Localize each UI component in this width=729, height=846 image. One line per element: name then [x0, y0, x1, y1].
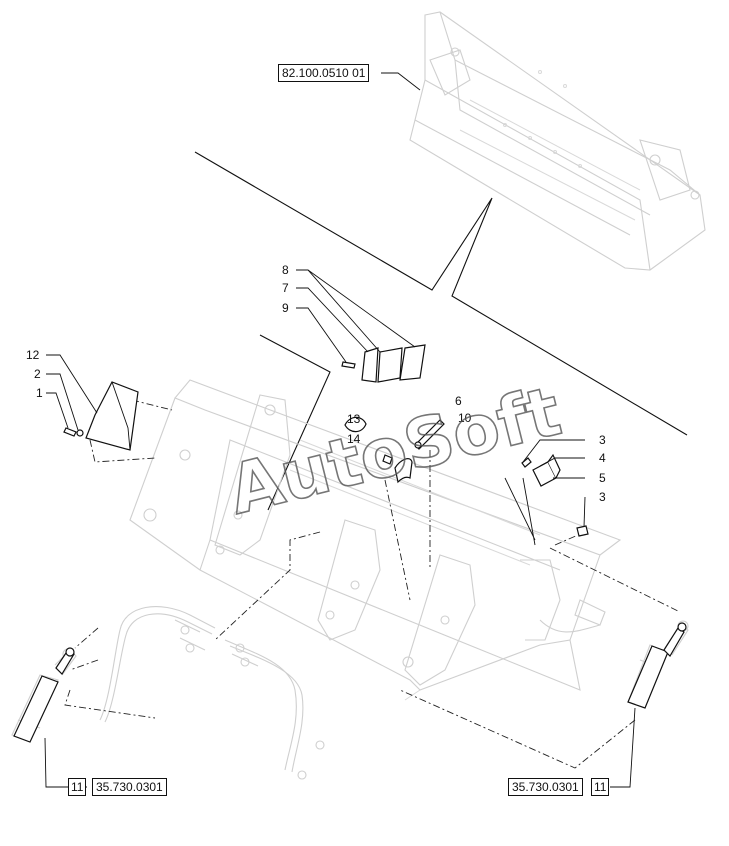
callout-numbers: 12 2 1 8 7 9 6 10 13 14 3 4 5 3 [26, 263, 606, 504]
leader-lines [44, 269, 636, 788]
callout-12: 12 [26, 348, 40, 362]
callout-13: 13 [347, 412, 361, 426]
callout-14: 14 [347, 432, 361, 446]
part-4-5-pin [521, 453, 561, 487]
cylinder-left-ref-box[interactable]: 35.730.0301 [92, 778, 167, 796]
part-6-10-pin [414, 419, 445, 450]
cylinder-right-body [627, 622, 687, 709]
part-1-bolt [63, 427, 77, 437]
cylinder-right-qty-box: 11 [591, 778, 610, 796]
cylinder-left-qty-box: 11 [68, 778, 87, 796]
part-7-pad [361, 347, 379, 383]
callout-6: 6 [455, 394, 462, 408]
cylinder-left-body [13, 647, 75, 743]
part-12-guard [85, 381, 139, 451]
callout-8: 8 [282, 263, 289, 277]
part-3-nut [576, 525, 589, 537]
callout-7: 7 [282, 281, 289, 295]
callout-4: 4 [599, 451, 606, 465]
bucket-ref-box[interactable]: 82.100.0510 01 [278, 64, 370, 82]
callout-5: 5 [599, 471, 606, 485]
frame-drawing [129, 379, 622, 701]
callout-9: 9 [282, 301, 289, 315]
part-9-bolt [341, 361, 356, 369]
bucket-drawing [409, 11, 706, 271]
cylinder-right-ref-box[interactable]: 35.730.0301 [508, 778, 583, 796]
callout-1: 1 [36, 386, 43, 400]
callout-3-bottom: 3 [599, 490, 606, 504]
detail-link-line [259, 334, 331, 511]
callout-3-top: 3 [599, 433, 606, 447]
bucket-ref-leader [381, 72, 421, 91]
part-8-wear-plates [377, 344, 426, 383]
view-divider-line [194, 151, 688, 436]
part-14-spacer [382, 454, 413, 484]
part-2-washer [76, 429, 84, 437]
part-13-washer [344, 416, 367, 433]
hydraulic-hoses [99, 606, 325, 780]
watermark-text: AutoSoft [221, 372, 568, 530]
callout-2: 2 [34, 367, 41, 381]
callout-10: 10 [458, 411, 472, 425]
assembly-lines [64, 399, 681, 769]
